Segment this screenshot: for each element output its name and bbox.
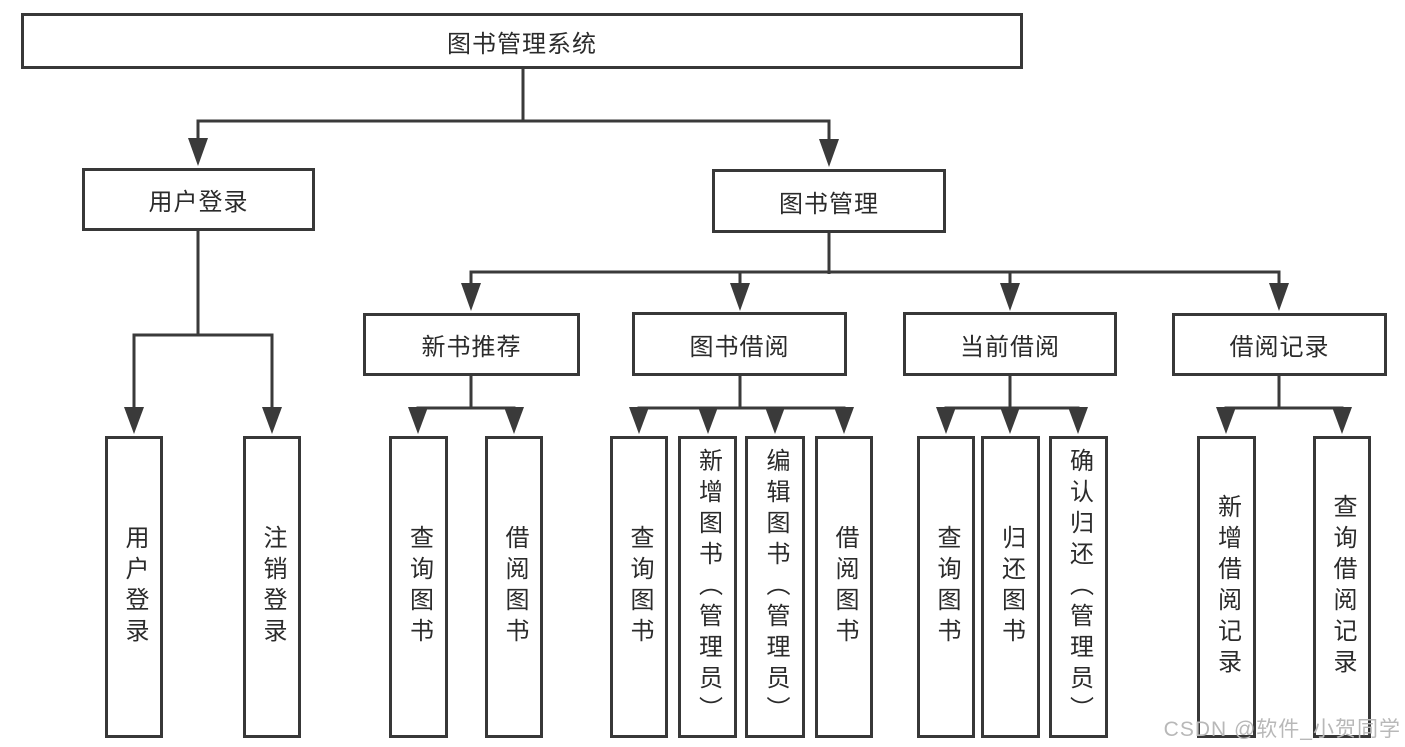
leaf-query-borrow-record: 查询借阅记录 [1313, 436, 1371, 738]
node-new-book-recommend: 新书推荐 [363, 313, 580, 376]
leaf-query-books-recommend: 查询图书 [389, 436, 448, 738]
leaf-add-borrow-record: 新增借阅记录 [1197, 436, 1256, 738]
node-library-management-system: 图书管理系统 [21, 13, 1023, 69]
node-book-borrow: 图书借阅 [632, 312, 847, 376]
node-borrow-records: 借阅记录 [1172, 313, 1387, 376]
leaf-edit-book-admin: 编辑图书（管理员） [745, 436, 805, 738]
csdn-watermark: CSDN @软件_小贺同学 [1163, 718, 1401, 741]
leaf-borrow-books-recommend: 借阅图书 [485, 436, 543, 738]
node-current-borrow: 当前借阅 [903, 312, 1117, 376]
leaf-return-book: 归还图书 [981, 436, 1040, 738]
leaf-logout-login: 注销登录 [243, 436, 301, 738]
arrowheads [124, 138, 1352, 434]
leaf-confirm-return-admin: 确认归还（管理员） [1049, 436, 1108, 738]
leaf-add-book-admin: 新增图书（管理员） [678, 436, 737, 738]
leaf-query-books-borrow: 查询图书 [610, 436, 668, 738]
leaf-query-books-current: 查询图书 [917, 436, 975, 738]
node-user-login: 用户登录 [82, 168, 315, 231]
leaf-borrow-books: 借阅图书 [815, 436, 873, 738]
node-book-management: 图书管理 [712, 169, 946, 233]
leaf-user-login: 用户登录 [105, 436, 163, 738]
